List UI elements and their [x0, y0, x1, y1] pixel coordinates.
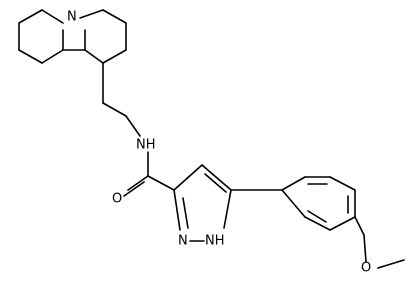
bond [377, 259, 405, 269]
pyrazole-nitrogen-label: N [178, 234, 188, 249]
bond [223, 189, 232, 229]
bond [18, 9, 43, 24]
atom-labels: N NH O N NH O [67, 10, 371, 276]
bond [363, 234, 367, 263]
bond [204, 173, 227, 193]
pyrazole-bonds [173, 164, 232, 242]
methoxy-oxygen-label: O [361, 261, 371, 276]
bond [329, 176, 356, 191]
bond [102, 9, 127, 24]
bond [147, 175, 175, 191]
bond [125, 115, 141, 137]
bond [182, 197, 189, 229]
bond [201, 164, 232, 191]
bond [304, 216, 331, 231]
amide-nh-label: NH [136, 138, 156, 153]
bond [102, 49, 127, 64]
quinolizidine-bonds [18, 9, 127, 64]
bond [84, 49, 104, 64]
bond [329, 216, 356, 231]
bond [18, 49, 43, 64]
phenyl-bonds [230, 176, 405, 269]
bond [354, 216, 365, 236]
bond [102, 102, 127, 117]
bond [281, 189, 306, 218]
bond [173, 189, 181, 231]
bond [41, 9, 64, 24]
bond [173, 164, 203, 191]
quinolizidine-nitrogen-label: N [67, 10, 77, 25]
bond [127, 175, 149, 191]
bond [307, 210, 327, 223]
bond [79, 9, 104, 19]
bond [123, 181, 145, 197]
bond [281, 176, 306, 191]
carbonyl-oxygen-label: O [112, 192, 122, 207]
linker-bonds [102, 62, 175, 197]
bond [41, 49, 64, 64]
pyrazole-nh-label: NH [205, 234, 225, 249]
